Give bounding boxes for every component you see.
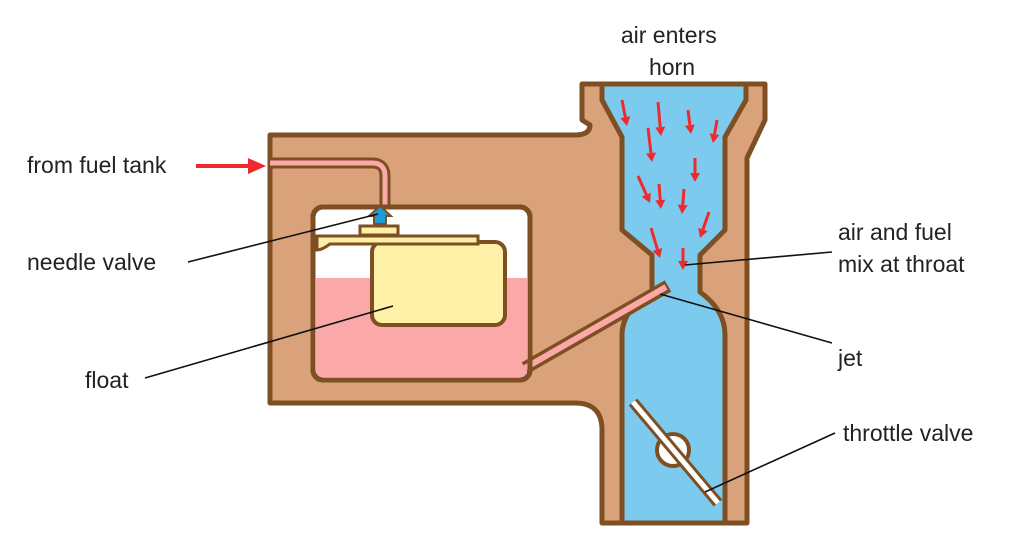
label-air-fuel-mix-line-2: mix at throat [838,251,965,277]
air-arrow-head [655,199,666,209]
label-air-fuel-mix: air and fuel mix at throat [838,219,965,277]
label-from-fuel-tank: from fuel tank [27,152,167,178]
air-arrow-head [645,152,656,162]
air-arrow-head [678,261,688,270]
label-needle-valve: needle valve [27,249,156,275]
air-arrow-head [698,227,708,238]
needle-seat [358,224,400,237]
label-air-enters-horn-line-2: horn [649,54,695,80]
air-arrow [686,109,692,126]
air-arrow [620,99,627,118]
air-arrow [646,127,653,154]
air-arrow-head [690,173,700,182]
air-arrow [656,101,662,128]
air-arrow-head [677,204,688,214]
air-arrow-head [709,133,720,143]
air-arrow [636,175,648,196]
float-chamber-outline [310,204,533,383]
air-arrow [649,227,659,250]
label-air-enters-horn: air enters horn [621,22,723,80]
throttle-plate-fill [631,400,720,505]
float [370,240,507,327]
air-arrow-head [655,126,666,136]
air-arrow-head [641,192,651,203]
air-arrow-head [652,247,663,258]
air-arrow-head [620,116,631,126]
air-arrow [713,119,719,135]
label-air-fuel-mix-line-1: air and fuel [838,219,952,245]
air-fuel-leader [684,251,833,266]
label-float: float [85,367,129,393]
air-arrow [681,188,686,206]
label-jet: jet [837,345,863,371]
air-arrow-head [684,124,695,134]
jet-pipe-fill [523,284,668,371]
label-throttle-valve: throttle valve [843,420,973,446]
needle-valve-leader [187,213,379,263]
fuel-inlet-pipe-fill [270,160,388,210]
air-flow-arrows [620,99,720,270]
throttle-leader [704,432,836,493]
label-air-enters-horn-line-1: air enters [621,22,717,48]
float-lever [315,234,480,252]
air-arrow [701,211,711,230]
air-arrow [657,183,662,201]
jet-leader [659,293,833,344]
fuel-tank-arrow-head [248,158,266,174]
float-leader [144,305,394,379]
